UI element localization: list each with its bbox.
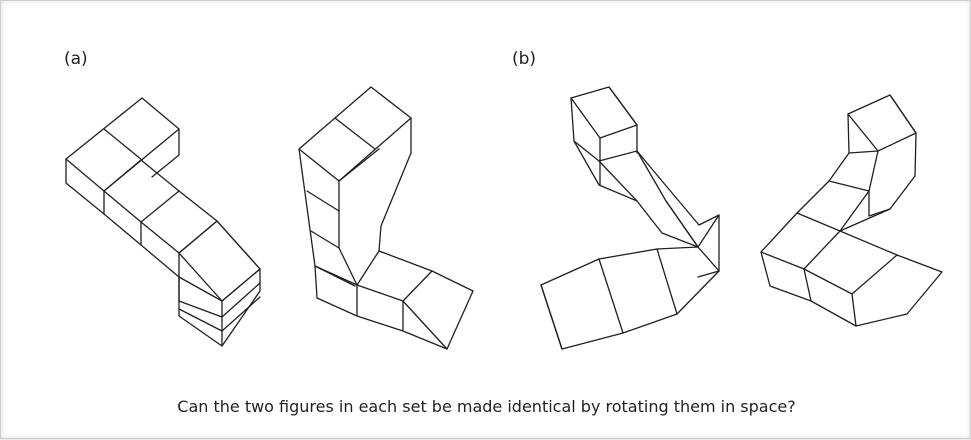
figure-a1: [65, 97, 261, 347]
panel-label-a: (a): [64, 49, 88, 69]
figure-b2: [760, 94, 943, 327]
panel-label-b: (b): [512, 49, 537, 69]
figure-b1: [540, 86, 720, 350]
figure-a2: [298, 86, 474, 350]
figure-caption: Can the two figures in each set be made …: [177, 397, 796, 416]
